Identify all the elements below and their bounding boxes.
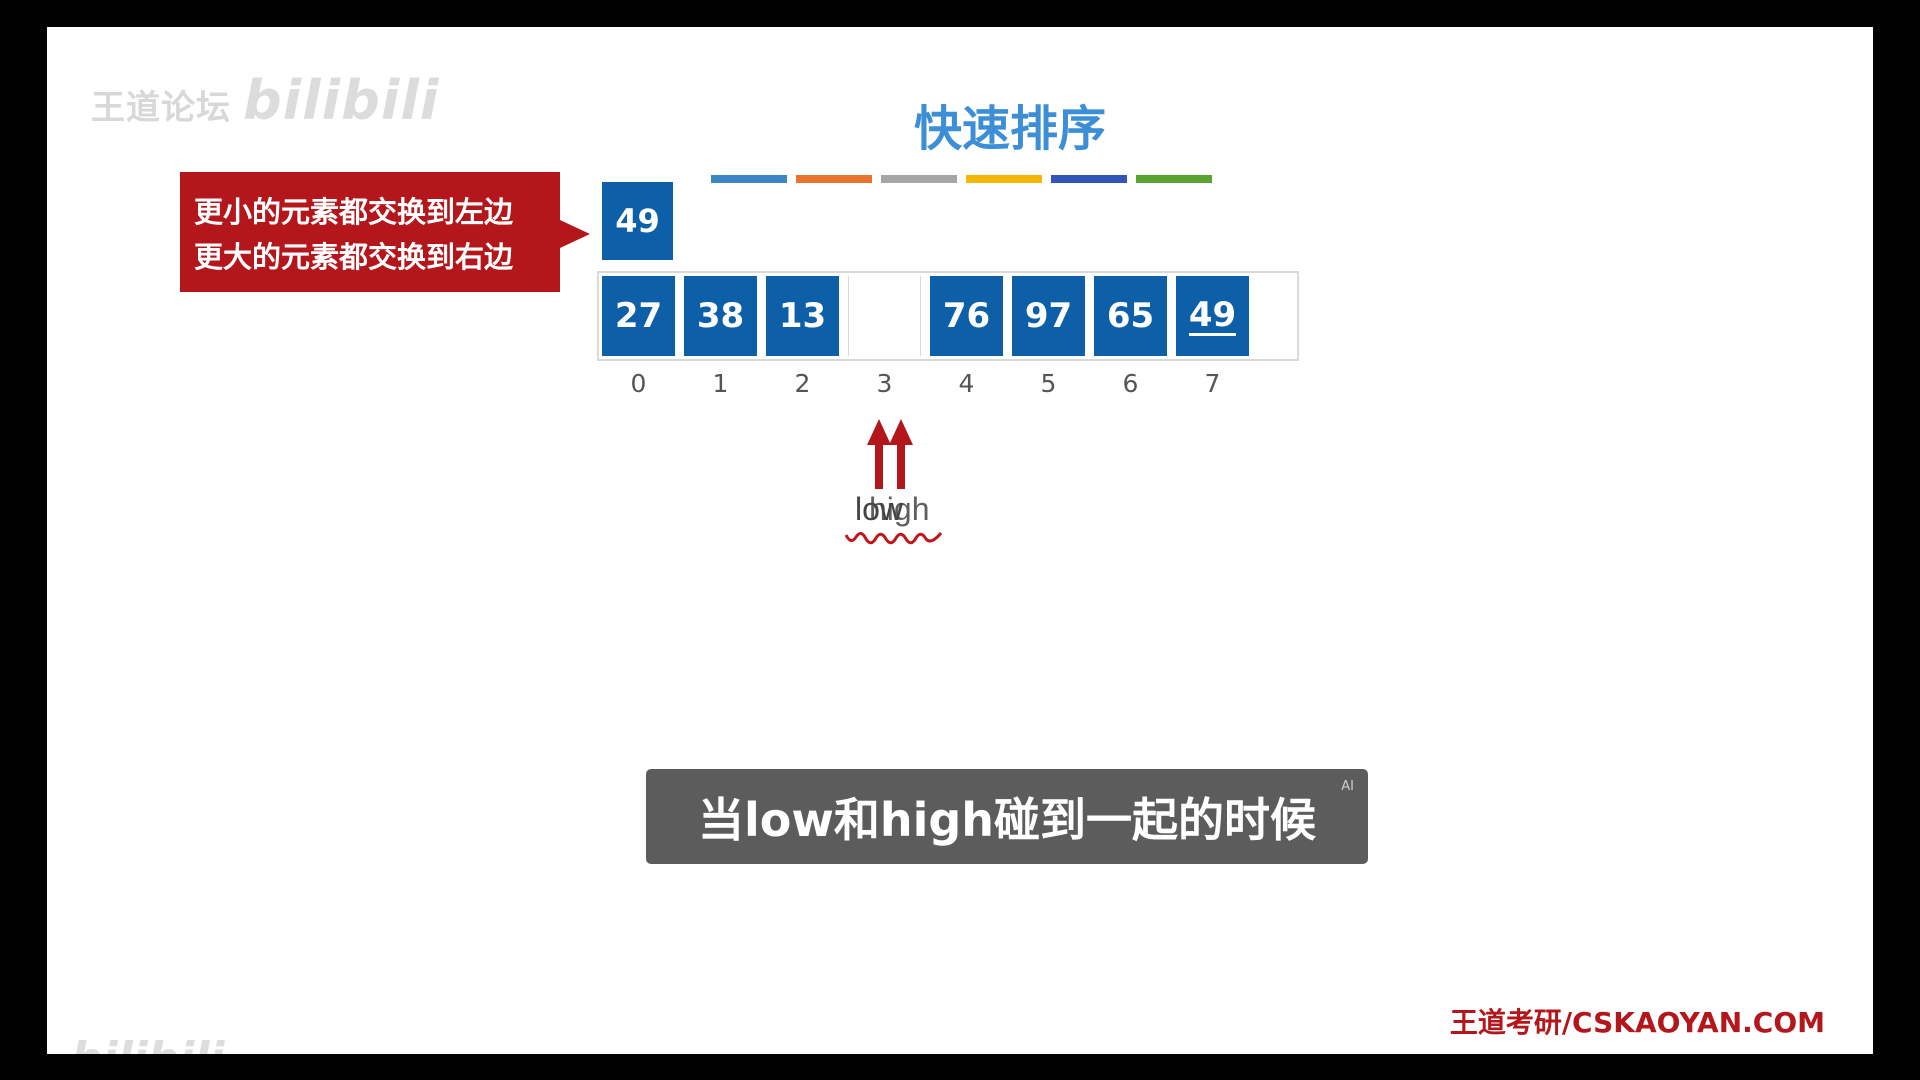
pointer-arrows-icon bbox=[867, 419, 913, 489]
array-cell-value: 97 bbox=[1024, 296, 1073, 336]
array-cell-value: 13 bbox=[778, 296, 827, 336]
callout-box: 更小的元素都交换到左边 更大的元素都交换到右边 bbox=[180, 172, 560, 292]
index-label: 0 bbox=[630, 369, 647, 398]
color-bar bbox=[1051, 175, 1127, 183]
forum-watermark: 王道论坛 bilibili bbox=[91, 69, 439, 132]
array-cell-value: 49 bbox=[1188, 294, 1237, 336]
array-cell-value: 76 bbox=[942, 296, 991, 336]
callout-line-1: 更小的元素都交换到左边 bbox=[194, 195, 514, 229]
index-label: 1 bbox=[712, 369, 729, 398]
array-cell: 27 bbox=[602, 276, 675, 356]
index-label: 3 bbox=[876, 369, 893, 398]
slide-title: 快速排序 bbox=[913, 101, 1106, 157]
slide: 王道论坛 bilibili 快速排序 更小的元素都交换到左边 更大的元素都交换到右… bbox=[47, 27, 1873, 1054]
array-cell-value: 27 bbox=[614, 296, 663, 336]
forum-watermark-text: 王道论坛 bbox=[91, 88, 231, 128]
pivot-cell: 49 bbox=[602, 182, 673, 260]
bilibili-logo-bottom-icon: bilibili bbox=[71, 1033, 224, 1054]
array-frame bbox=[597, 271, 1299, 361]
color-bar bbox=[1136, 175, 1212, 183]
array-cell: 65 bbox=[1094, 276, 1167, 356]
array-cell-value: 65 bbox=[1106, 296, 1155, 336]
index-label: 5 bbox=[1040, 369, 1057, 398]
footer-url: 王道考研/CSKAOYAN.COM bbox=[1449, 1006, 1825, 1039]
array-cell: 49 bbox=[1176, 276, 1249, 356]
subtitle-caption: 当low和high碰到一起的时候 AI bbox=[646, 769, 1368, 864]
color-bar bbox=[711, 175, 787, 183]
callout-line-2: 更大的元素都交换到右边 bbox=[194, 240, 514, 274]
bilibili-logo-icon: bilibili bbox=[243, 69, 440, 132]
index-label: 6 bbox=[1122, 369, 1139, 398]
color-bar bbox=[881, 175, 957, 183]
color-bar bbox=[966, 175, 1042, 183]
array-cell: 13 bbox=[766, 276, 839, 356]
array-cell: 76 bbox=[930, 276, 1003, 356]
index-label: 4 bbox=[958, 369, 975, 398]
ai-tag: AI bbox=[1341, 779, 1354, 794]
index-label: 2 bbox=[794, 369, 811, 398]
subtitle-text: 当low和high碰到一起的时候 bbox=[697, 792, 1317, 847]
callout-arrow-icon bbox=[560, 220, 590, 248]
array-cell: 97 bbox=[1012, 276, 1085, 356]
low-pointer-label: low bbox=[855, 491, 904, 527]
high-pointer-label: high bbox=[869, 491, 930, 527]
index-label: 7 bbox=[1204, 369, 1221, 398]
array-cell: 38 bbox=[684, 276, 757, 356]
array-cell-value: 38 bbox=[696, 296, 745, 336]
squiggle-underline-icon bbox=[844, 532, 943, 545]
color-bar bbox=[796, 175, 872, 183]
array-cell bbox=[848, 276, 921, 356]
